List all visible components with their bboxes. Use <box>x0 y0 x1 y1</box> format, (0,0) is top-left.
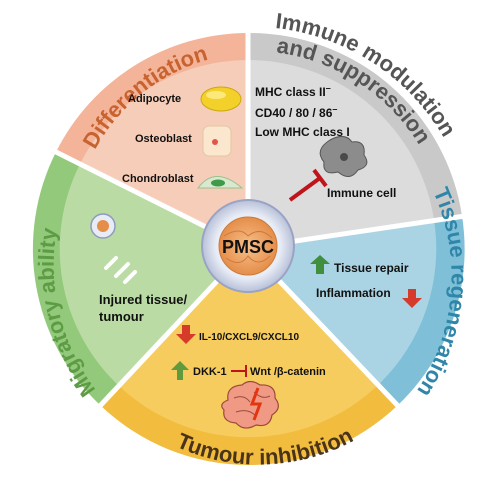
osteoblast-icon <box>202 125 232 157</box>
label-mhc-class-ii: MHC class II– <box>255 83 331 99</box>
mhc2-superscript: – <box>326 83 331 93</box>
label-il10-cxcl: IL-10/CXCL9/CXCL10 <box>199 332 299 343</box>
cd-superscript: – <box>332 104 337 114</box>
differentiation-content: Adipocyte Osteoblast Chondroblast <box>122 86 244 189</box>
label-immune-cell: Immune cell <box>327 186 396 200</box>
label-injured-tissue: Injured tissue/ <box>99 292 188 307</box>
inhibit-arrow-immune <box>288 168 328 202</box>
pmsc-center-cell: PMSC <box>201 199 295 293</box>
brain-tumour-icon <box>221 380 279 429</box>
label-low-mhc-class-i: Low MHC class I <box>255 125 350 139</box>
tissue-content: Tissue repair Inflammation <box>310 255 422 308</box>
center-label: PMSC <box>222 237 274 257</box>
sector-tumour <box>118 248 378 438</box>
chondroblast-icon <box>197 176 244 189</box>
arrow-down-icon <box>176 325 196 344</box>
migration-lines-icon <box>104 256 137 284</box>
label-inflammation: Inflammation <box>316 286 391 300</box>
arrow-up-icon <box>171 361 189 380</box>
label-adipocyte: Adipocyte <box>128 93 181 105</box>
adipocyte-icon <box>200 86 242 112</box>
immune-content: MHC class II– CD40 / 80 / 86– Low MHC cl… <box>255 83 396 202</box>
msc-cell-icon <box>90 213 116 239</box>
label-cd40-80-86: CD40 / 80 / 86– <box>255 104 337 120</box>
label-tumour: tumour <box>99 309 144 324</box>
arrow-up-icon <box>310 255 330 274</box>
immune-cell-icon <box>319 136 368 177</box>
label-dkk1: DKK-1 <box>193 366 227 378</box>
arrow-down-icon <box>402 289 422 308</box>
label-osteoblast: Osteoblast <box>135 133 192 145</box>
tumour-content: IL-10/CXCL9/CXCL10 DKK-1 Wnt /β-catenin <box>171 325 326 429</box>
sector-tissue <box>248 220 437 385</box>
label-tissue-repair: Tissue repair <box>334 261 409 275</box>
inhibit-arrow-wnt <box>231 365 247 377</box>
migratory-content: Injured tissue/ tumour <box>90 213 188 324</box>
label-wnt-beta-catenin: Wnt /β-catenin <box>250 366 326 378</box>
label-chondroblast: Chondroblast <box>122 173 194 185</box>
